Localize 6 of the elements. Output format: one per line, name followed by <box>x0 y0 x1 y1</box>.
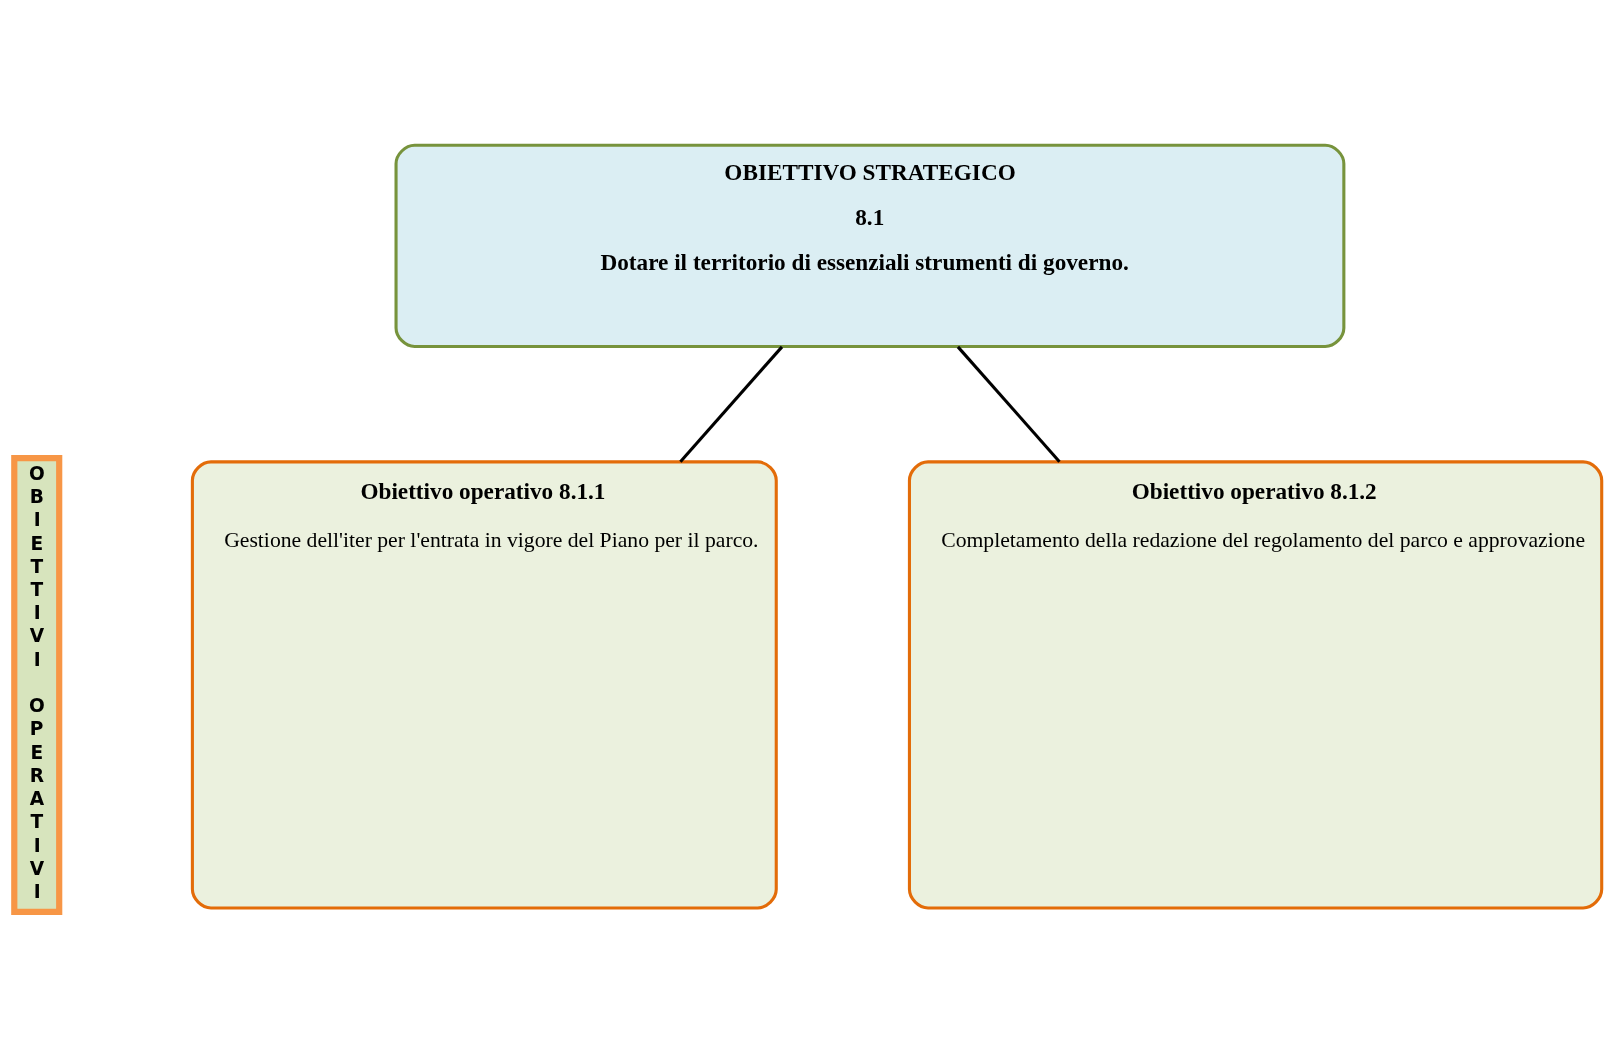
connector <box>956 345 1061 463</box>
node-box: OBIETTIVI OPERATIVI <box>11 454 63 915</box>
node-box: Obiettivo operativo 8.1.1 Gestione dell'iter per l'entrata in vigore del Piano per il parco. <box>190 459 778 909</box>
node-box: OBIETTIVO STRATEGICO 8.1 Dotare il territorio di essenziali strumenti di governo. <box>394 143 1346 348</box>
connector <box>679 345 784 463</box>
node-box: Obiettivo operativo 8.1.2 Completamento della redazione del regolamento del parco e approvazione <box>907 459 1604 909</box>
